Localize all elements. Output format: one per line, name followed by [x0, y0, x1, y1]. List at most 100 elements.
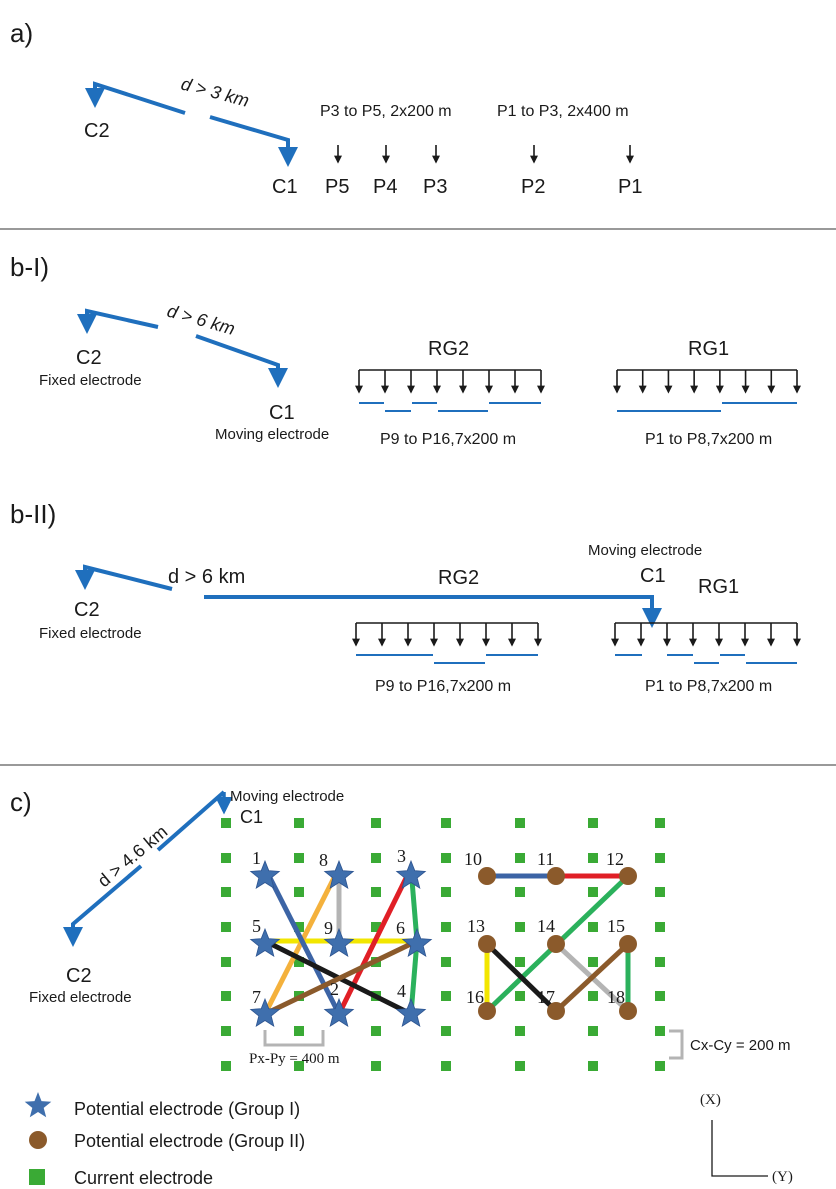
- current-electrode: [221, 887, 231, 897]
- receiver-group-rg1-b1: [613, 369, 801, 394]
- potential-electrode-circle: [478, 867, 496, 885]
- distance-label-b2: d > 6 km: [168, 566, 245, 588]
- connection-brown: [263, 938, 419, 1017]
- distance-label-b1: d > 6 km: [165, 301, 237, 339]
- cx-cy-bracket: [669, 1029, 684, 1060]
- panel-b1-label: b-I): [10, 252, 49, 282]
- current-electrode: [655, 818, 665, 828]
- panel-b2: b-II) d > 6 km C2 Fixed electrode Moving…: [10, 499, 801, 695]
- legend-circle-icon: [29, 1131, 47, 1149]
- current-electrode: [515, 991, 525, 1001]
- c1-label-b1: C1: [269, 402, 295, 424]
- connection-black: [485, 942, 558, 1013]
- c2-note-b2: Fixed electrode: [39, 625, 142, 642]
- current-electrode: [515, 957, 525, 967]
- c1-note-c: Moving electrode: [230, 788, 344, 805]
- current-electrode: [441, 853, 451, 863]
- current-electrode: [655, 887, 665, 897]
- electrode-number-4: 4: [397, 981, 406, 1001]
- potential-electrode-star: [249, 859, 281, 889]
- connection-red: [336, 866, 414, 1016]
- current-electrode: [441, 1061, 451, 1071]
- current-electrode: [588, 957, 598, 967]
- current-electrode: [588, 991, 598, 1001]
- receiver-group-rg1-b2: [611, 622, 801, 647]
- current-electrode-grid: [221, 818, 665, 1071]
- current-electrode: [441, 818, 451, 828]
- current-electrode: [588, 1061, 598, 1071]
- rg2-label-b1: RG2: [428, 338, 469, 360]
- current-electrode: [221, 1061, 231, 1071]
- current-electrode: [515, 1026, 525, 1036]
- potential-label-p1: P1: [618, 176, 642, 198]
- electrode-number-15: 15: [607, 916, 625, 936]
- panel-c: c) d > 4.6 km Moving electrode C1 C2 Fix…: [10, 787, 793, 1185]
- distance-label-a: d > 3 km: [179, 74, 251, 111]
- current-electrode: [515, 853, 525, 863]
- current-electrode: [655, 853, 665, 863]
- current-electrode: [221, 991, 231, 1001]
- current-electrode: [441, 922, 451, 932]
- legend-square-icon: [29, 1169, 45, 1185]
- numbers-group-2: 10 11 12 13 14 15 16 17 18: [464, 849, 625, 1007]
- current-electrode: [441, 957, 451, 967]
- rg1-label-b2: RG1: [698, 576, 739, 598]
- wire-b1: [77, 308, 288, 388]
- current-electrode: [655, 922, 665, 932]
- current-electrode: [655, 1061, 665, 1071]
- rg2-range-b1: P9 to P16,7x200 m: [380, 431, 516, 448]
- electrode-number-7: 7: [252, 987, 261, 1007]
- current-electrode: [588, 818, 598, 828]
- electrode-number-8: 8: [319, 850, 328, 870]
- current-electrode: [588, 887, 598, 897]
- potential-label-p5: P5: [325, 176, 349, 198]
- potential-electrode-circle: [547, 867, 565, 885]
- current-electrode: [441, 991, 451, 1001]
- wire-b2: [75, 564, 662, 628]
- potential-electrode-star: [395, 859, 427, 889]
- c1-note-b2: Moving electrode: [588, 542, 702, 559]
- c1-note-b1: Moving electrode: [215, 426, 329, 443]
- c1-label-b2: C1: [640, 565, 666, 587]
- legend: Potential electrode (Group I) Potential …: [24, 1092, 305, 1188]
- current-electrode: [221, 922, 231, 932]
- potential-electrode-star: [249, 927, 281, 957]
- panel-b1: b-I) d > 6 km C2 Fixed electrode C1 Movi…: [10, 252, 801, 448]
- px-py-label: Px-Py = 400 m: [249, 1051, 340, 1067]
- legend-star-label: Potential electrode (Group I): [74, 1099, 300, 1119]
- potential-electrode-star: [249, 997, 281, 1027]
- potential-electrode-circle: [478, 1002, 496, 1020]
- current-electrode: [221, 957, 231, 967]
- c2-label-b1: C2: [76, 347, 102, 369]
- potential-electrode-circle: [619, 1002, 637, 1020]
- potential-electrode-star: [401, 927, 433, 957]
- potential-label-p4: P4: [373, 176, 397, 198]
- electrode-number-14: 14: [537, 916, 555, 936]
- panel-b2-label: b-II): [10, 499, 56, 529]
- electrode-number-1: 1: [252, 848, 261, 868]
- potential-label-p2: P2: [521, 176, 545, 198]
- c2-note-b1: Fixed electrode: [39, 372, 142, 389]
- current-electrode: [588, 922, 598, 932]
- current-electrode: [515, 1061, 525, 1071]
- spacing-right-a: P1 to P3, 2x400 m: [497, 103, 629, 120]
- axis-x-label: (X): [700, 1092, 721, 1108]
- current-electrode: [294, 922, 304, 932]
- potential-electrode-star: [395, 997, 427, 1027]
- current-electrode: [441, 1026, 451, 1036]
- current-electrode: [515, 887, 525, 897]
- axis-y-label: (Y): [772, 1169, 793, 1185]
- rg2-label-b2: RG2: [438, 567, 479, 589]
- electrode-number-9: 9: [324, 918, 333, 938]
- connections-group-2: [484, 873, 631, 1013]
- current-electrode: [294, 818, 304, 828]
- potential-electrode-star: [323, 927, 355, 957]
- current-electrode: [371, 1026, 381, 1036]
- electrode-number-12: 12: [606, 849, 624, 869]
- electrode-number-17: 17: [537, 987, 555, 1007]
- current-electrode: [221, 1026, 231, 1036]
- current-electrode: [294, 1026, 304, 1036]
- dipole-segments-b1: [359, 402, 797, 412]
- electrode-number-11: 11: [537, 849, 554, 869]
- panel-a: a) d > 3 km C2 C1 P3 to P5, 2x200 m P1 t…: [10, 18, 642, 198]
